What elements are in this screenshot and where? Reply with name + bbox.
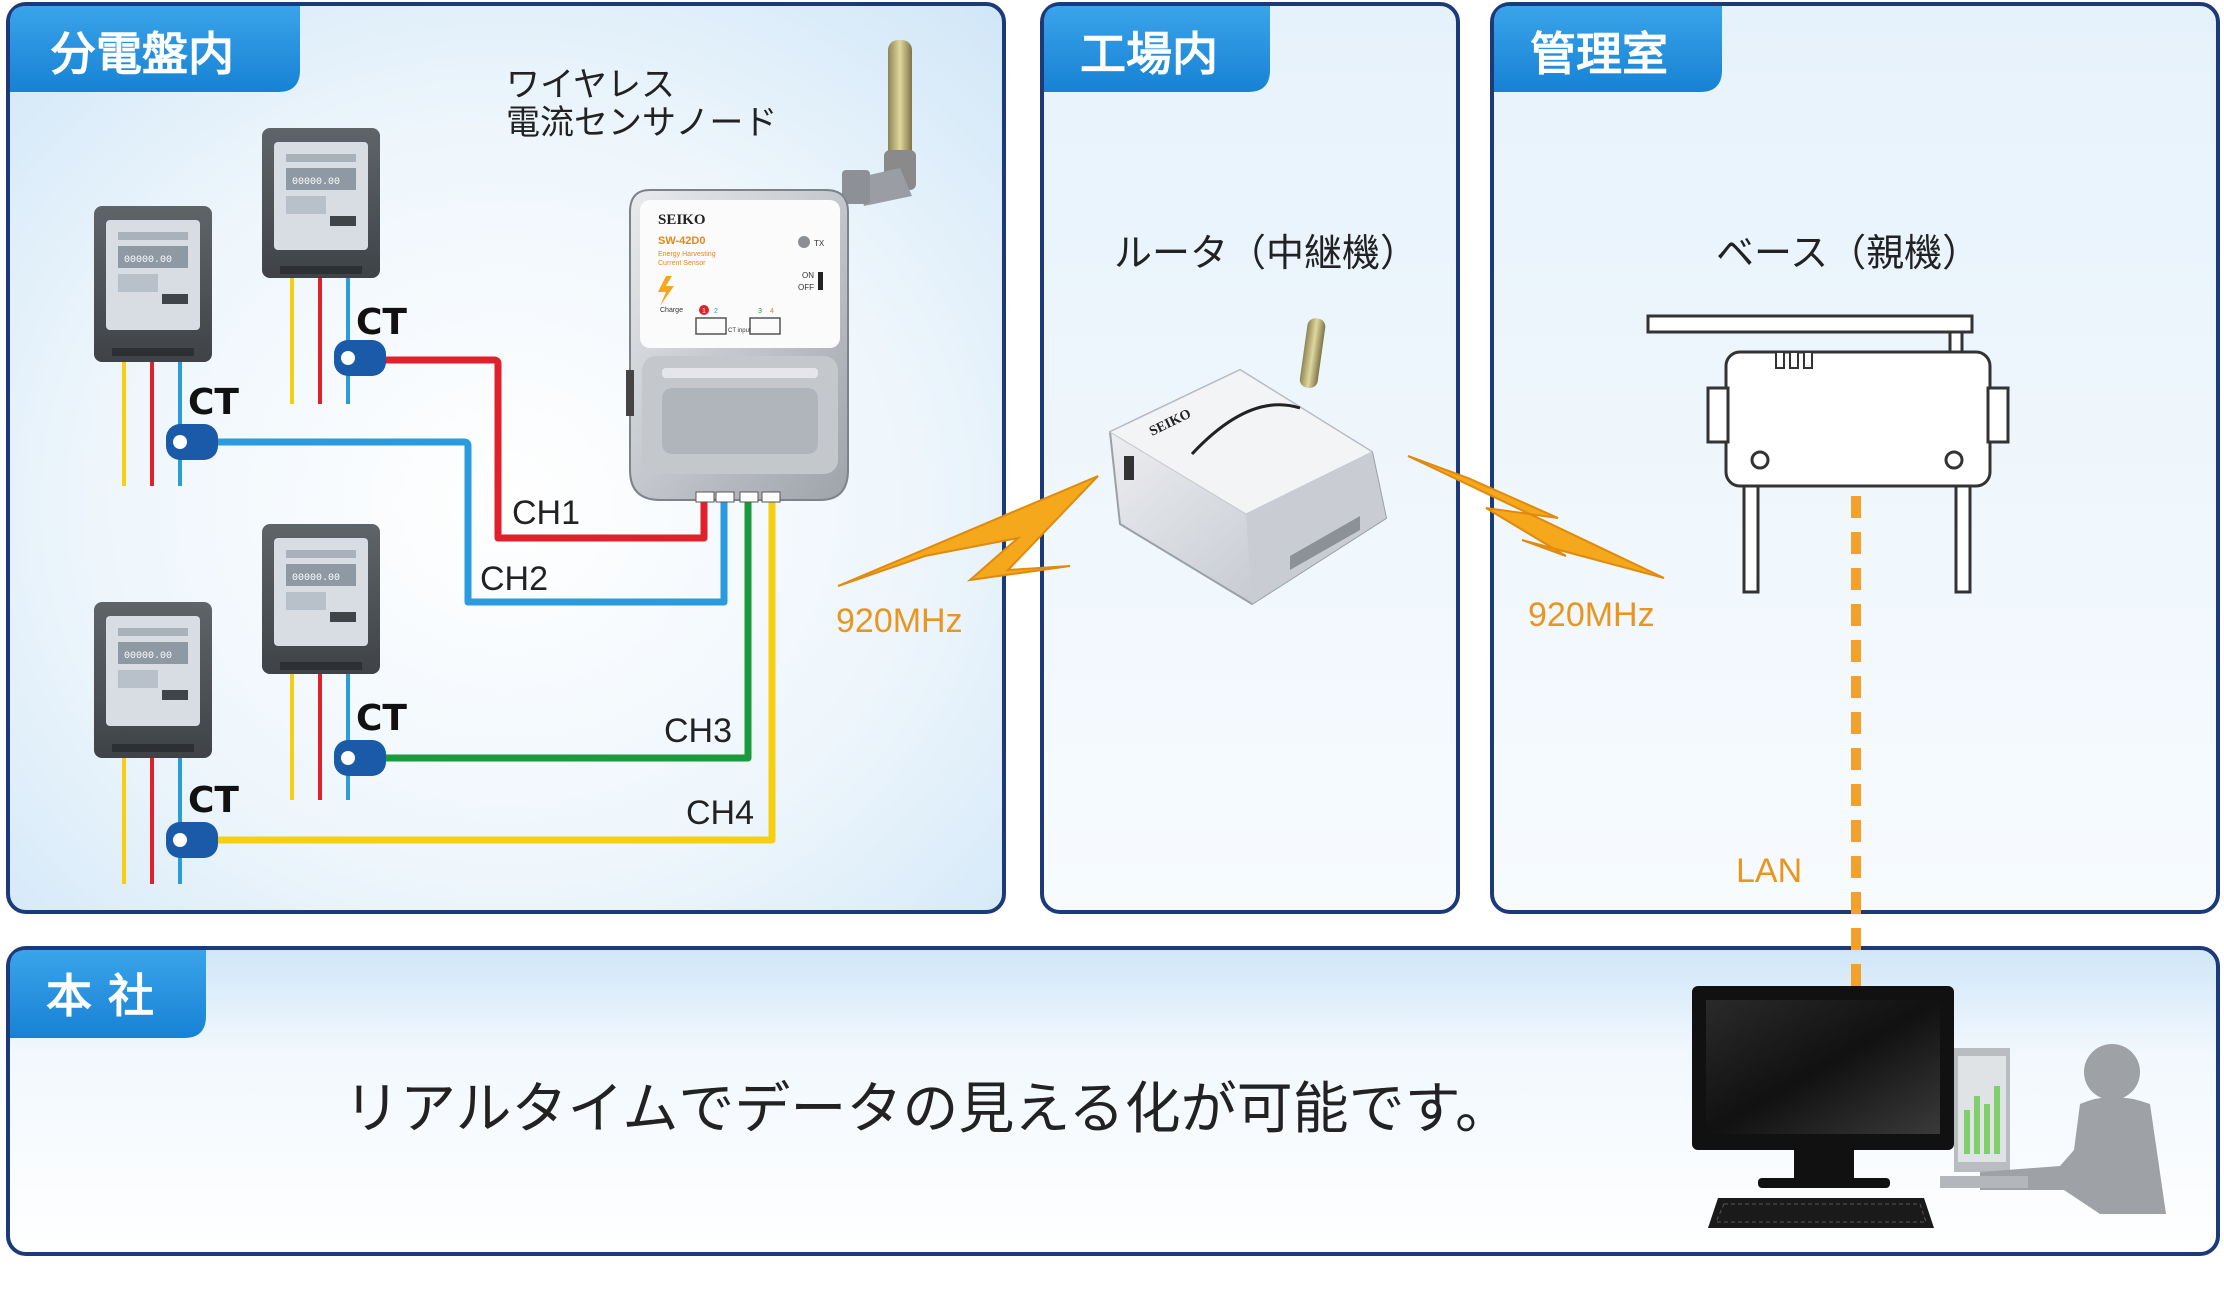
tab-distribution-board [10, 6, 300, 92]
ct-label: CT [188, 382, 239, 423]
electric-meter: 00000.00 [94, 206, 212, 362]
user-silhouette-icon [1940, 1044, 2166, 1214]
ch3-wire [382, 496, 752, 762]
meter-readout: 00000.00 [292, 573, 340, 584]
lightning-icon [837, 475, 1099, 587]
frequency-label-2: 920MHz [1528, 596, 1655, 634]
tx-led-icon [798, 236, 810, 248]
port-num-1: 1 [702, 308, 706, 315]
charge-label: Charge [660, 307, 683, 314]
on-label: ON [802, 271, 814, 280]
ct-clamps: CT CT CT CT [166, 302, 407, 858]
sensor-connectors [695, 491, 781, 503]
tx-label: TX [814, 239, 825, 248]
sensor-subtitle-2: Current Sensor [658, 260, 706, 267]
channel-label-ch3: CH3 [664, 712, 732, 750]
lan-link: LAN [1736, 496, 1861, 986]
lightning-icon [1407, 455, 1665, 579]
port-num-4: 4 [770, 308, 774, 315]
lan-label: LAN [1736, 852, 1802, 890]
sensor-brand: SEIKO [658, 212, 706, 228]
port-num-2: 2 [714, 308, 718, 315]
ct-input-port [749, 317, 781, 335]
panel-title-control-room: 管理室 [1530, 27, 1668, 81]
ct-label: CT [356, 302, 407, 343]
wireless-link-2: 920MHz [1407, 455, 1665, 634]
base-antenna-left [1742, 484, 1760, 594]
sensor-subtitle-1: Energy Harvesting [658, 251, 716, 258]
ct-input-label: CT input [728, 328, 751, 334]
head-office-message: リアルタイムでデータの見える化が可能です。 [344, 1077, 1511, 1142]
keyboard-icon [1708, 1198, 1934, 1228]
ch2-wire [208, 438, 728, 606]
electric-meter: 00000.00 [262, 128, 380, 278]
sensor-node-label-line2: 電流センサノード [506, 103, 777, 143]
tab-head-office [10, 950, 206, 1038]
meter-readout: 00000.00 [124, 255, 172, 266]
tab-control-room [1494, 6, 1722, 92]
frequency-label-1: 920MHz [836, 602, 963, 640]
ct-clamp-ch1: CT [334, 302, 407, 376]
router: ルータ（中継機） SEIKO [1108, 231, 1418, 606]
second-monitor-icon [1954, 1048, 2010, 1172]
meter-readout: 00000.00 [124, 651, 172, 662]
tab-factory [1044, 6, 1270, 92]
router-antenna-icon [1299, 318, 1326, 388]
ch4-wire [208, 496, 776, 844]
computer-monitor-icon [1692, 986, 1954, 1188]
electric-meter: 00000.00 [94, 602, 212, 758]
sensor-model: SW-42D0 [658, 235, 705, 247]
channel-label-ch1: CH1 [512, 494, 580, 532]
ch1-wire [382, 356, 708, 542]
panel-head-office: 本 社 リアルタイムでデータの見える化が可能です。 [6, 946, 2220, 1256]
sensor-node-label-line1: ワイヤレス [506, 65, 675, 105]
base-antenna-top [1646, 314, 1974, 334]
ct-label: CT [356, 698, 407, 739]
antenna-icon [842, 40, 916, 206]
power-switch[interactable] [818, 272, 823, 290]
channel-label-ch2: CH2 [480, 560, 548, 598]
port-num-3: 3 [758, 308, 762, 315]
base-antenna-right [1954, 484, 1972, 594]
channel-label-ch4: CH4 [686, 794, 754, 832]
panel-title-head-office: 本 社 [46, 969, 154, 1023]
ct-input-port [695, 317, 727, 335]
meter-readout: 00000.00 [292, 177, 340, 188]
ct-clamp-ch4: CT [166, 780, 239, 858]
router-label: ルータ（中継機） [1114, 231, 1418, 275]
electric-meter: 00000.00 [262, 524, 380, 674]
channel-labels: CH1 CH2 CH3 CH4 [480, 494, 754, 832]
panel-title-factory: 工場内 [1080, 27, 1218, 81]
ct-clamp-ch2: CT [166, 382, 239, 460]
wireless-current-sensor-node: ワイヤレス 電流センサノード SEIKO SW-42D0 Energy Harv… [506, 40, 916, 503]
meter-wires [290, 674, 350, 800]
meter-wires [122, 758, 182, 884]
base-label: ベース（親機） [1716, 231, 1980, 275]
base-station: ベース（親機） [1646, 231, 2010, 594]
panel-title-distribution-board: 分電盤内 [50, 27, 234, 81]
channel-wires [208, 356, 776, 844]
lightning-small-icon [658, 276, 674, 306]
off-label: OFF [798, 283, 814, 292]
ct-label: CT [188, 780, 239, 821]
ct-clamp-ch3: CT [334, 698, 407, 776]
wireless-link-1: 920MHz [836, 475, 1099, 640]
